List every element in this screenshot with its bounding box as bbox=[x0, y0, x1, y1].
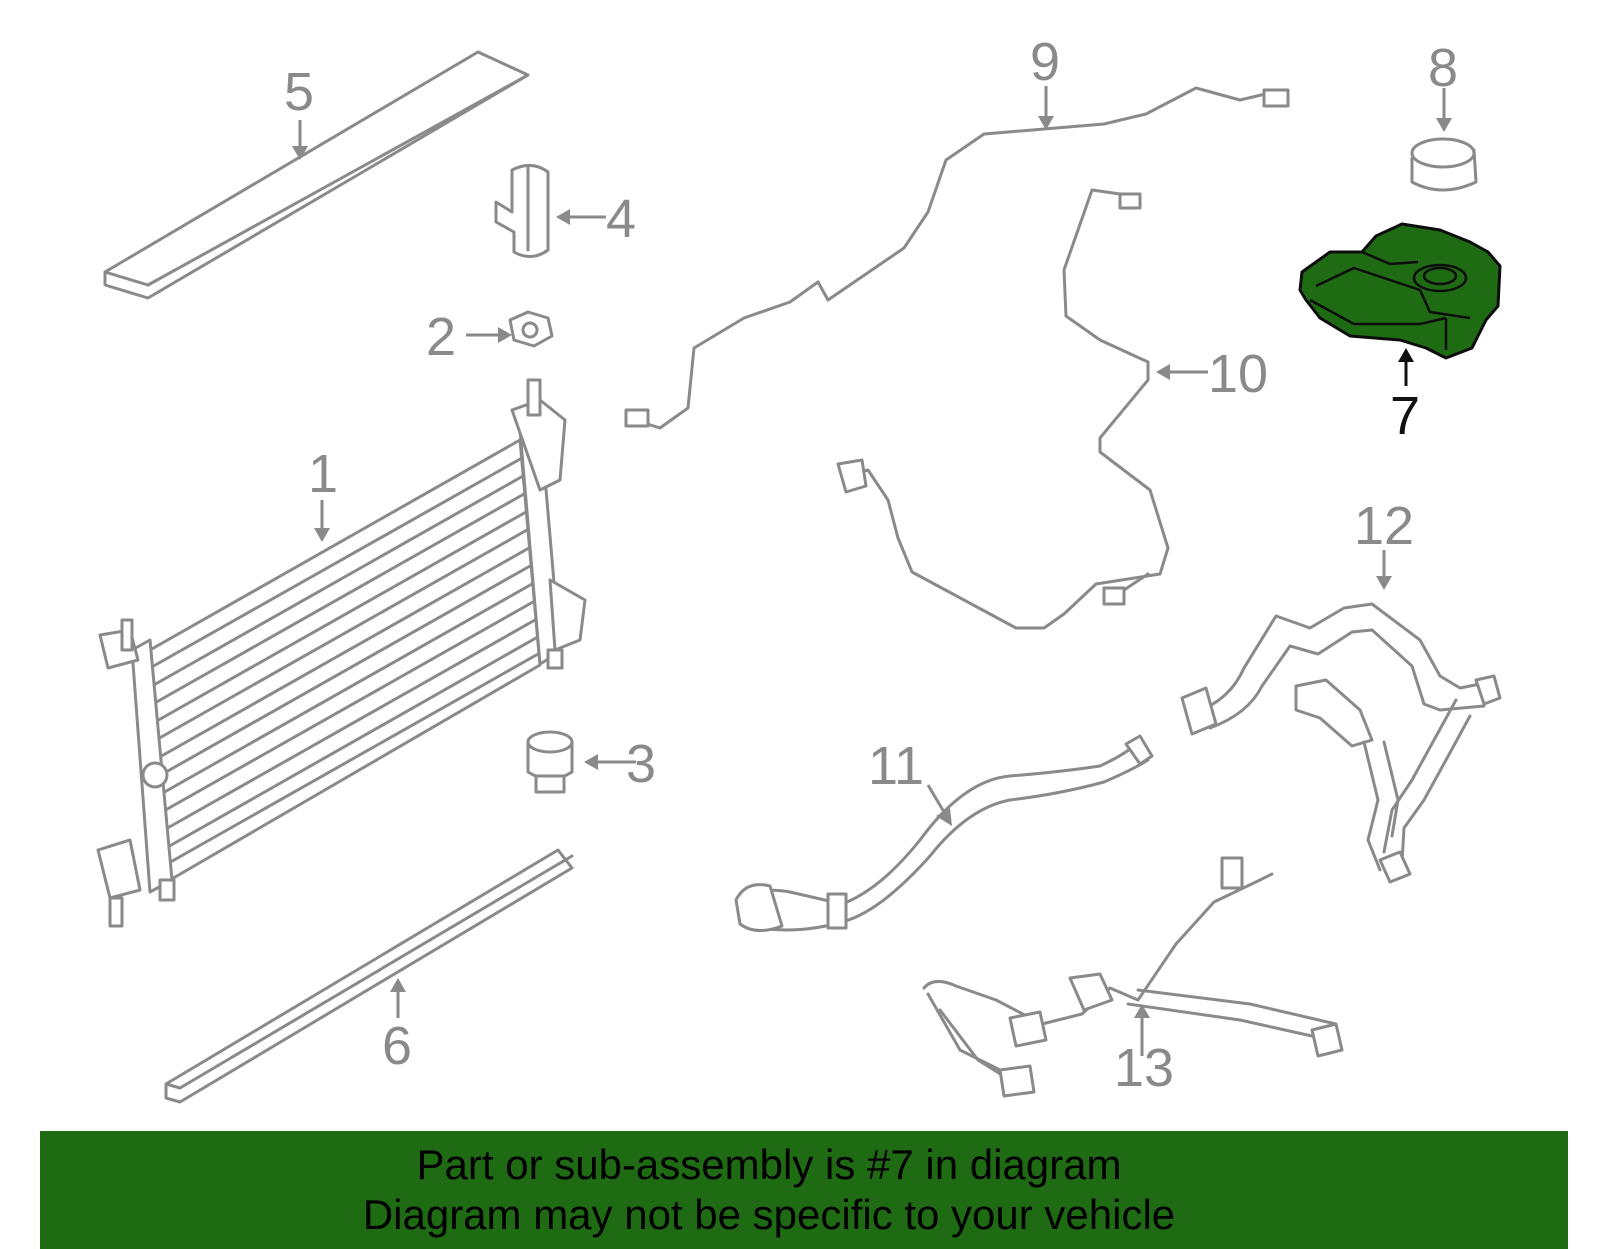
callout-4: 4 bbox=[606, 189, 636, 249]
callout-8: 8 bbox=[1428, 38, 1458, 98]
info-banner: Part or sub-assembly is #7 in diagram Di… bbox=[40, 1131, 1568, 1249]
part-10-tube[interactable] bbox=[836, 188, 1170, 630]
part-3-sensor[interactable] bbox=[526, 730, 574, 794]
part-6-lower-seal[interactable] bbox=[164, 848, 574, 1104]
callout-12: 12 bbox=[1354, 496, 1414, 556]
callout-11: 11 bbox=[868, 736, 924, 796]
banner-line-part-number: Part or sub-assembly is #7 in diagram bbox=[416, 1141, 1122, 1188]
callout-10: 10 bbox=[1208, 344, 1268, 404]
part-7-coolant-reservoir[interactable] bbox=[1298, 222, 1502, 360]
banner-line-disclaimer: Diagram may not be specific to your vehi… bbox=[362, 1191, 1176, 1238]
callout-7: 7 bbox=[1390, 386, 1420, 446]
callout-2: 2 bbox=[426, 307, 456, 367]
callout-13: 13 bbox=[1114, 1038, 1174, 1098]
callout-3: 3 bbox=[626, 734, 656, 794]
part-1-radiator[interactable] bbox=[96, 378, 587, 928]
part-2-clip[interactable] bbox=[508, 310, 554, 348]
callout-5: 5 bbox=[284, 62, 314, 122]
part-4-bracket[interactable] bbox=[494, 164, 550, 258]
part-9-tube[interactable] bbox=[624, 86, 1290, 430]
part-8-cap[interactable] bbox=[1410, 137, 1478, 192]
part-5-upper-seal[interactable] bbox=[103, 50, 530, 300]
callout-numbers: 1 2 3 4 5 6 7 8 9 10 11 12 13 bbox=[284, 32, 1458, 1098]
callout-arrows bbox=[292, 86, 1452, 1056]
callout-9: 9 bbox=[1030, 32, 1060, 92]
part-11-hose[interactable] bbox=[734, 734, 1154, 932]
callout-1: 1 bbox=[308, 444, 338, 504]
callout-6: 6 bbox=[382, 1016, 412, 1076]
part-12-hose-assembly[interactable] bbox=[1180, 602, 1502, 884]
part-13-hose-assembly[interactable] bbox=[922, 856, 1344, 1098]
